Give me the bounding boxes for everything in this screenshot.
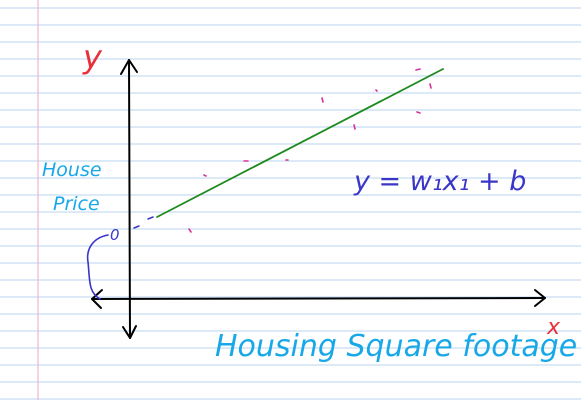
y-axis-title-line1: House bbox=[42, 159, 102, 181]
y-axis-title-line2: Price bbox=[53, 193, 100, 215]
data-points bbox=[188, 68, 432, 233]
data-point bbox=[188, 228, 192, 233]
x-axis-letter: x bbox=[546, 315, 561, 340]
data-point bbox=[429, 83, 432, 89]
intercept-label: 0 bbox=[110, 226, 120, 244]
y-axis-letter: y bbox=[82, 38, 103, 76]
y-axis-arrow-down-icon bbox=[122, 325, 137, 339]
data-point bbox=[416, 111, 421, 114]
x-axis-title: Housing Square footage bbox=[215, 329, 577, 364]
x-axis-arrow-right-icon bbox=[534, 289, 546, 307]
data-point bbox=[203, 174, 207, 177]
y-axis-arrow-up-icon bbox=[120, 59, 138, 75]
data-point bbox=[321, 97, 324, 103]
data-point bbox=[353, 124, 356, 130]
regression-equation: y = w₁x₁ + b bbox=[353, 166, 526, 197]
paper-rule-lines bbox=[0, 7, 581, 400]
intercept-pointer-arrow bbox=[86, 234, 109, 300]
x-axis bbox=[91, 289, 546, 309]
regression-line bbox=[156, 68, 444, 218]
y-axis bbox=[120, 59, 138, 339]
data-point bbox=[415, 68, 421, 71]
intercept-extension-dashes bbox=[133, 216, 154, 229]
x-axis-arrow-left-icon bbox=[91, 289, 103, 309]
data-point bbox=[375, 89, 378, 92]
